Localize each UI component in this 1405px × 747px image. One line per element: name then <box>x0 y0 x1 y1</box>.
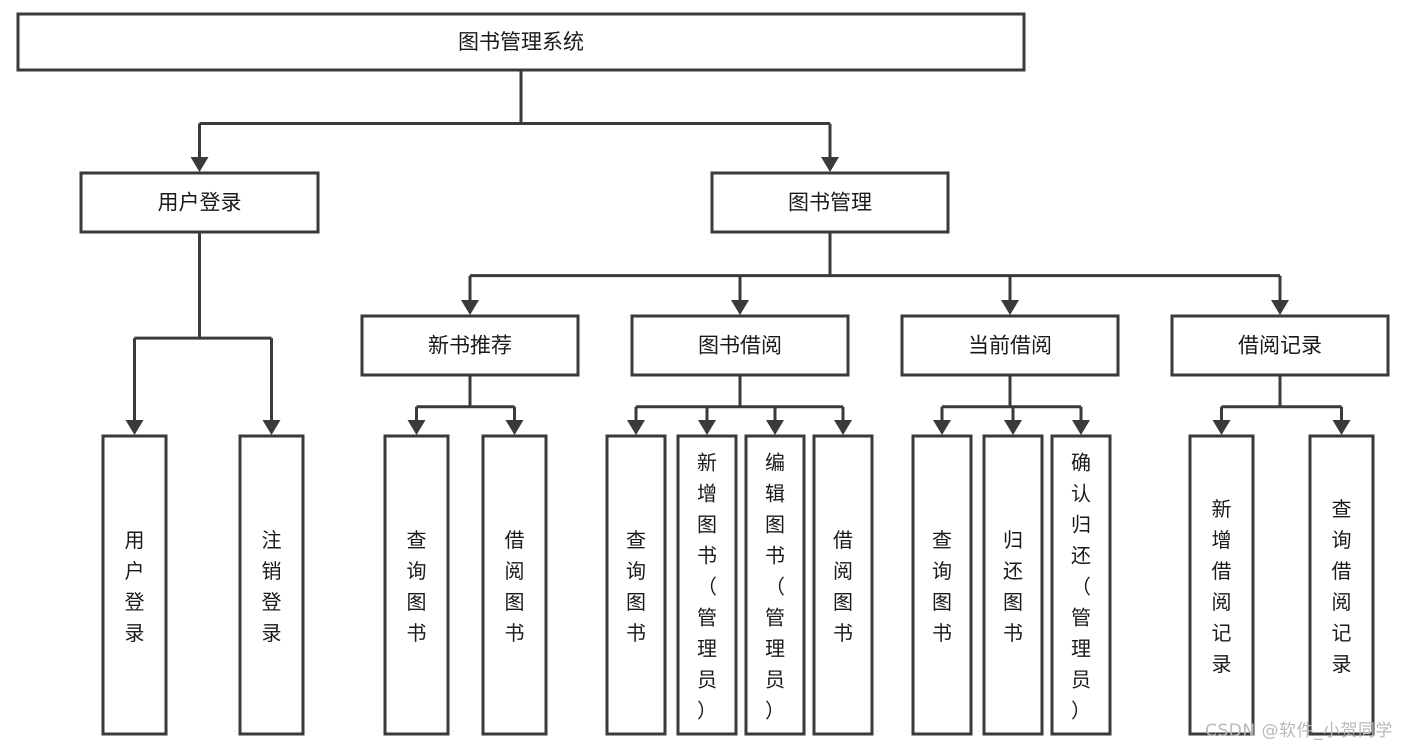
node-label: 归还图书 <box>1003 528 1023 645</box>
node-leaf-add-record[interactable]: 新增借阅记录 <box>1188 434 1255 736</box>
edge-group-book-borrow <box>627 375 852 435</box>
node-box <box>812 434 874 736</box>
node-borrow-record[interactable]: 借阅记录 <box>1170 314 1390 377</box>
node-box <box>676 434 738 736</box>
edge-group-book-manage <box>461 232 1289 315</box>
node-box <box>360 314 580 377</box>
edge-group-borrow-record <box>1212 375 1351 435</box>
node-book-borrow[interactable]: 图书借阅 <box>630 314 850 377</box>
node-box <box>238 434 305 736</box>
node-label: 借阅图书 <box>505 528 525 645</box>
node-box <box>744 434 806 736</box>
node-box <box>630 314 850 377</box>
node-label: 借阅图书 <box>833 528 853 645</box>
node-label: 图书管理系统 <box>458 30 584 54</box>
node-box <box>1308 434 1375 736</box>
node-box <box>900 314 1120 377</box>
node-leaf-confirm-return[interactable]: 确认归还（管理员） <box>1050 434 1112 736</box>
node-box <box>1050 434 1112 736</box>
node-box <box>710 171 950 234</box>
node-label: 借阅记录 <box>1238 334 1322 358</box>
node-label: 图书管理 <box>788 191 872 215</box>
node-label: 当前借阅 <box>968 334 1052 358</box>
node-label: 注销登录 <box>262 528 282 645</box>
node-label: 确认归还（管理员） <box>1071 451 1091 723</box>
node-label: 用户登录 <box>158 191 242 215</box>
node-label: 新书推荐 <box>428 334 512 358</box>
node-box <box>16 12 1026 72</box>
node-box <box>481 434 548 736</box>
node-box <box>605 434 667 736</box>
node-leaf-user-logout[interactable]: 注销登录 <box>238 434 305 736</box>
node-leaf-borrow-book-2[interactable]: 借阅图书 <box>812 434 874 736</box>
node-leaf-borrow-book-1[interactable]: 借阅图书 <box>481 434 548 736</box>
node-leaf-edit-book[interactable]: 编辑图书（管理员） <box>744 434 806 736</box>
node-label: 查询图书 <box>932 528 952 645</box>
edge-layer <box>125 70 1351 435</box>
node-box <box>101 434 168 736</box>
node-label: 用户登录 <box>125 528 145 645</box>
node-box <box>79 171 320 234</box>
node-label: 新增图书（管理员） <box>697 451 717 723</box>
node-box <box>383 434 450 736</box>
node-label: 图书借阅 <box>698 334 782 358</box>
node-leaf-query-book-2[interactable]: 查询图书 <box>605 434 667 736</box>
node-label: 查询借阅记录 <box>1332 497 1352 676</box>
node-box <box>1170 314 1390 377</box>
node-book-manage[interactable]: 图书管理 <box>710 171 950 234</box>
node-box <box>911 434 973 736</box>
node-layer: 图书管理系统用户登录图书管理新书推荐图书借阅当前借阅借阅记录用户登录注销登录查询… <box>16 12 1390 736</box>
node-root[interactable]: 图书管理系统 <box>16 12 1026 72</box>
node-leaf-query-record[interactable]: 查询借阅记录 <box>1308 434 1375 736</box>
node-label: 新增借阅记录 <box>1212 497 1232 676</box>
node-label: 查询图书 <box>626 528 646 645</box>
node-label: 编辑图书（管理员） <box>765 451 785 723</box>
node-label: 查询图书 <box>407 528 427 645</box>
node-current-borrow[interactable]: 当前借阅 <box>900 314 1120 377</box>
edge-group-root <box>190 70 839 172</box>
node-box <box>1188 434 1255 736</box>
node-leaf-query-book-1[interactable]: 查询图书 <box>383 434 450 736</box>
node-user-login[interactable]: 用户登录 <box>79 171 320 234</box>
node-leaf-return-book[interactable]: 归还图书 <box>982 434 1044 736</box>
node-new-book-recommend[interactable]: 新书推荐 <box>360 314 580 377</box>
edge-group-new-book-recommend <box>407 375 524 435</box>
edge-group-user-login <box>125 232 281 435</box>
node-leaf-query-book-3[interactable]: 查询图书 <box>911 434 973 736</box>
node-leaf-user-login[interactable]: 用户登录 <box>101 434 168 736</box>
node-leaf-add-book[interactable]: 新增图书（管理员） <box>676 434 738 736</box>
node-box <box>982 434 1044 736</box>
edge-group-current-borrow <box>933 375 1090 435</box>
